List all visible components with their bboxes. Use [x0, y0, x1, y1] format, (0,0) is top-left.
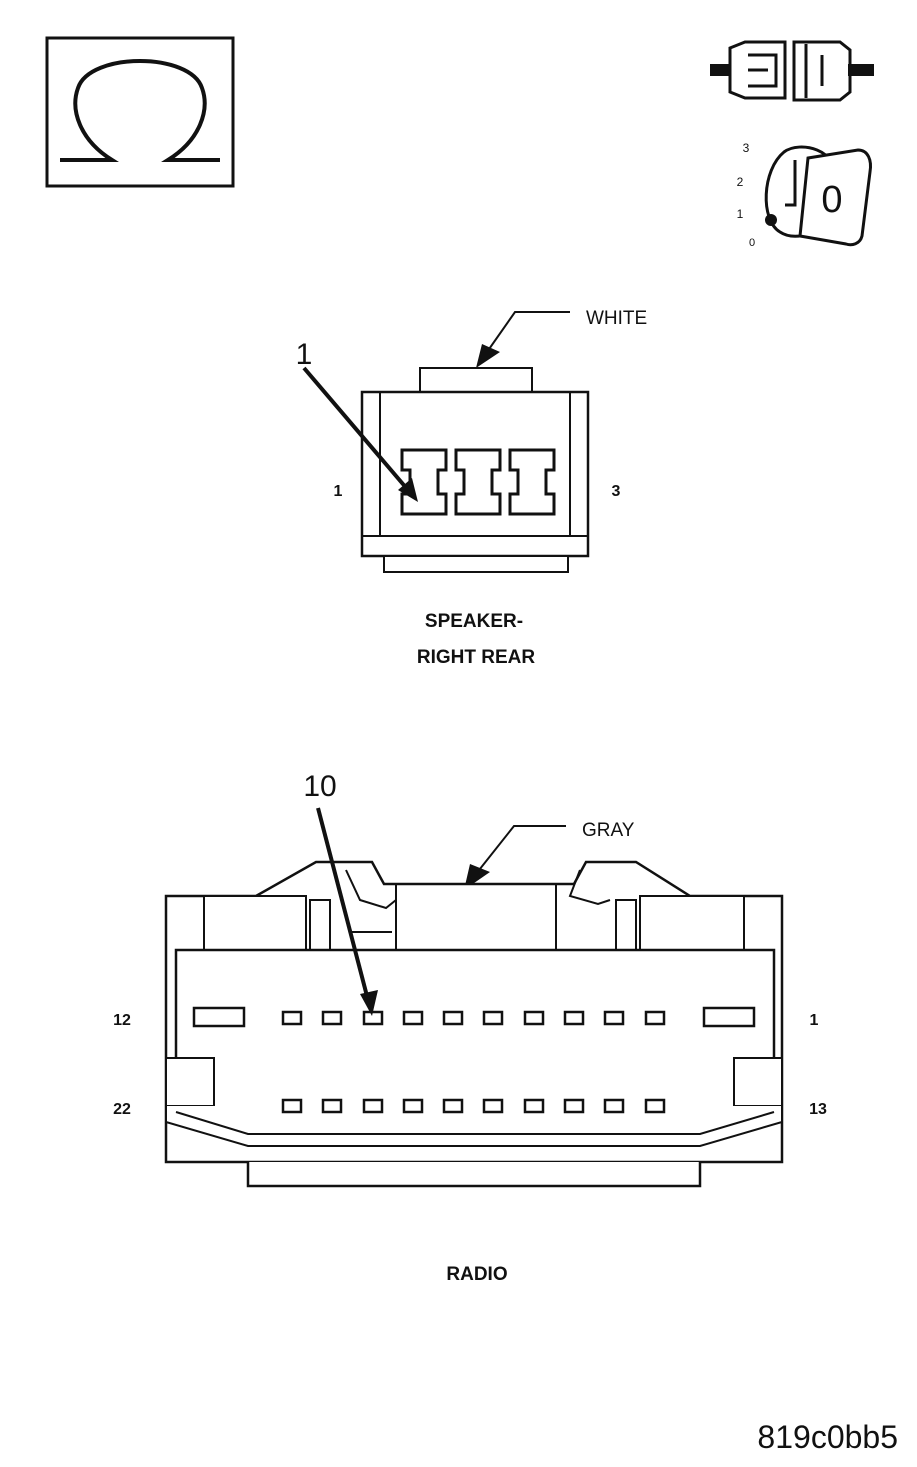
- speaker-cavity-3: [508, 448, 556, 516]
- speaker-callout-number: 1: [296, 338, 313, 371]
- speaker-color-label: WHITE: [586, 308, 647, 329]
- radio-cavity-12: [192, 1006, 246, 1028]
- ignition-key-icon: 0 3 2 1 0: [737, 141, 872, 249]
- ignition-position-1: 1: [737, 207, 744, 221]
- speaker-connector: [302, 311, 590, 573]
- radio-callout-number: 10: [303, 770, 336, 803]
- radio-cavity-1: [702, 1006, 756, 1028]
- speaker-caption-line1: SPEAKER-: [425, 611, 523, 632]
- disconnect-connector-icon: [710, 40, 874, 102]
- radio-connector: [164, 807, 784, 1188]
- speaker-caption-line2: RIGHT REAR: [417, 647, 536, 668]
- radio-top-row-cavities: [281, 1010, 666, 1026]
- radio-pin-top-left-label: 12: [113, 1012, 131, 1029]
- radio-pin-bottom-right-label: 13: [809, 1101, 827, 1118]
- radio-bottom-row-cavities: [281, 1098, 666, 1114]
- ignition-key-label: 0: [821, 179, 842, 221]
- ohmmeter-icon: [45, 36, 235, 188]
- ignition-position-3: 3: [743, 141, 750, 155]
- radio-color-label: GRAY: [582, 820, 635, 841]
- speaker-pin-left-label: 1: [334, 483, 343, 500]
- radio-pin-bottom-left-label: 22: [113, 1101, 131, 1118]
- radio-pin-top-right-label: 1: [810, 1012, 819, 1029]
- radio-caption: RADIO: [446, 1264, 507, 1285]
- speaker-pin-right-label: 3: [612, 483, 621, 500]
- ignition-position-2: 2: [737, 175, 744, 189]
- speaker-cavity-2: [454, 448, 502, 516]
- figure-id: 819c0bb5: [757, 1419, 898, 1455]
- ignition-position-0: 0: [749, 237, 755, 249]
